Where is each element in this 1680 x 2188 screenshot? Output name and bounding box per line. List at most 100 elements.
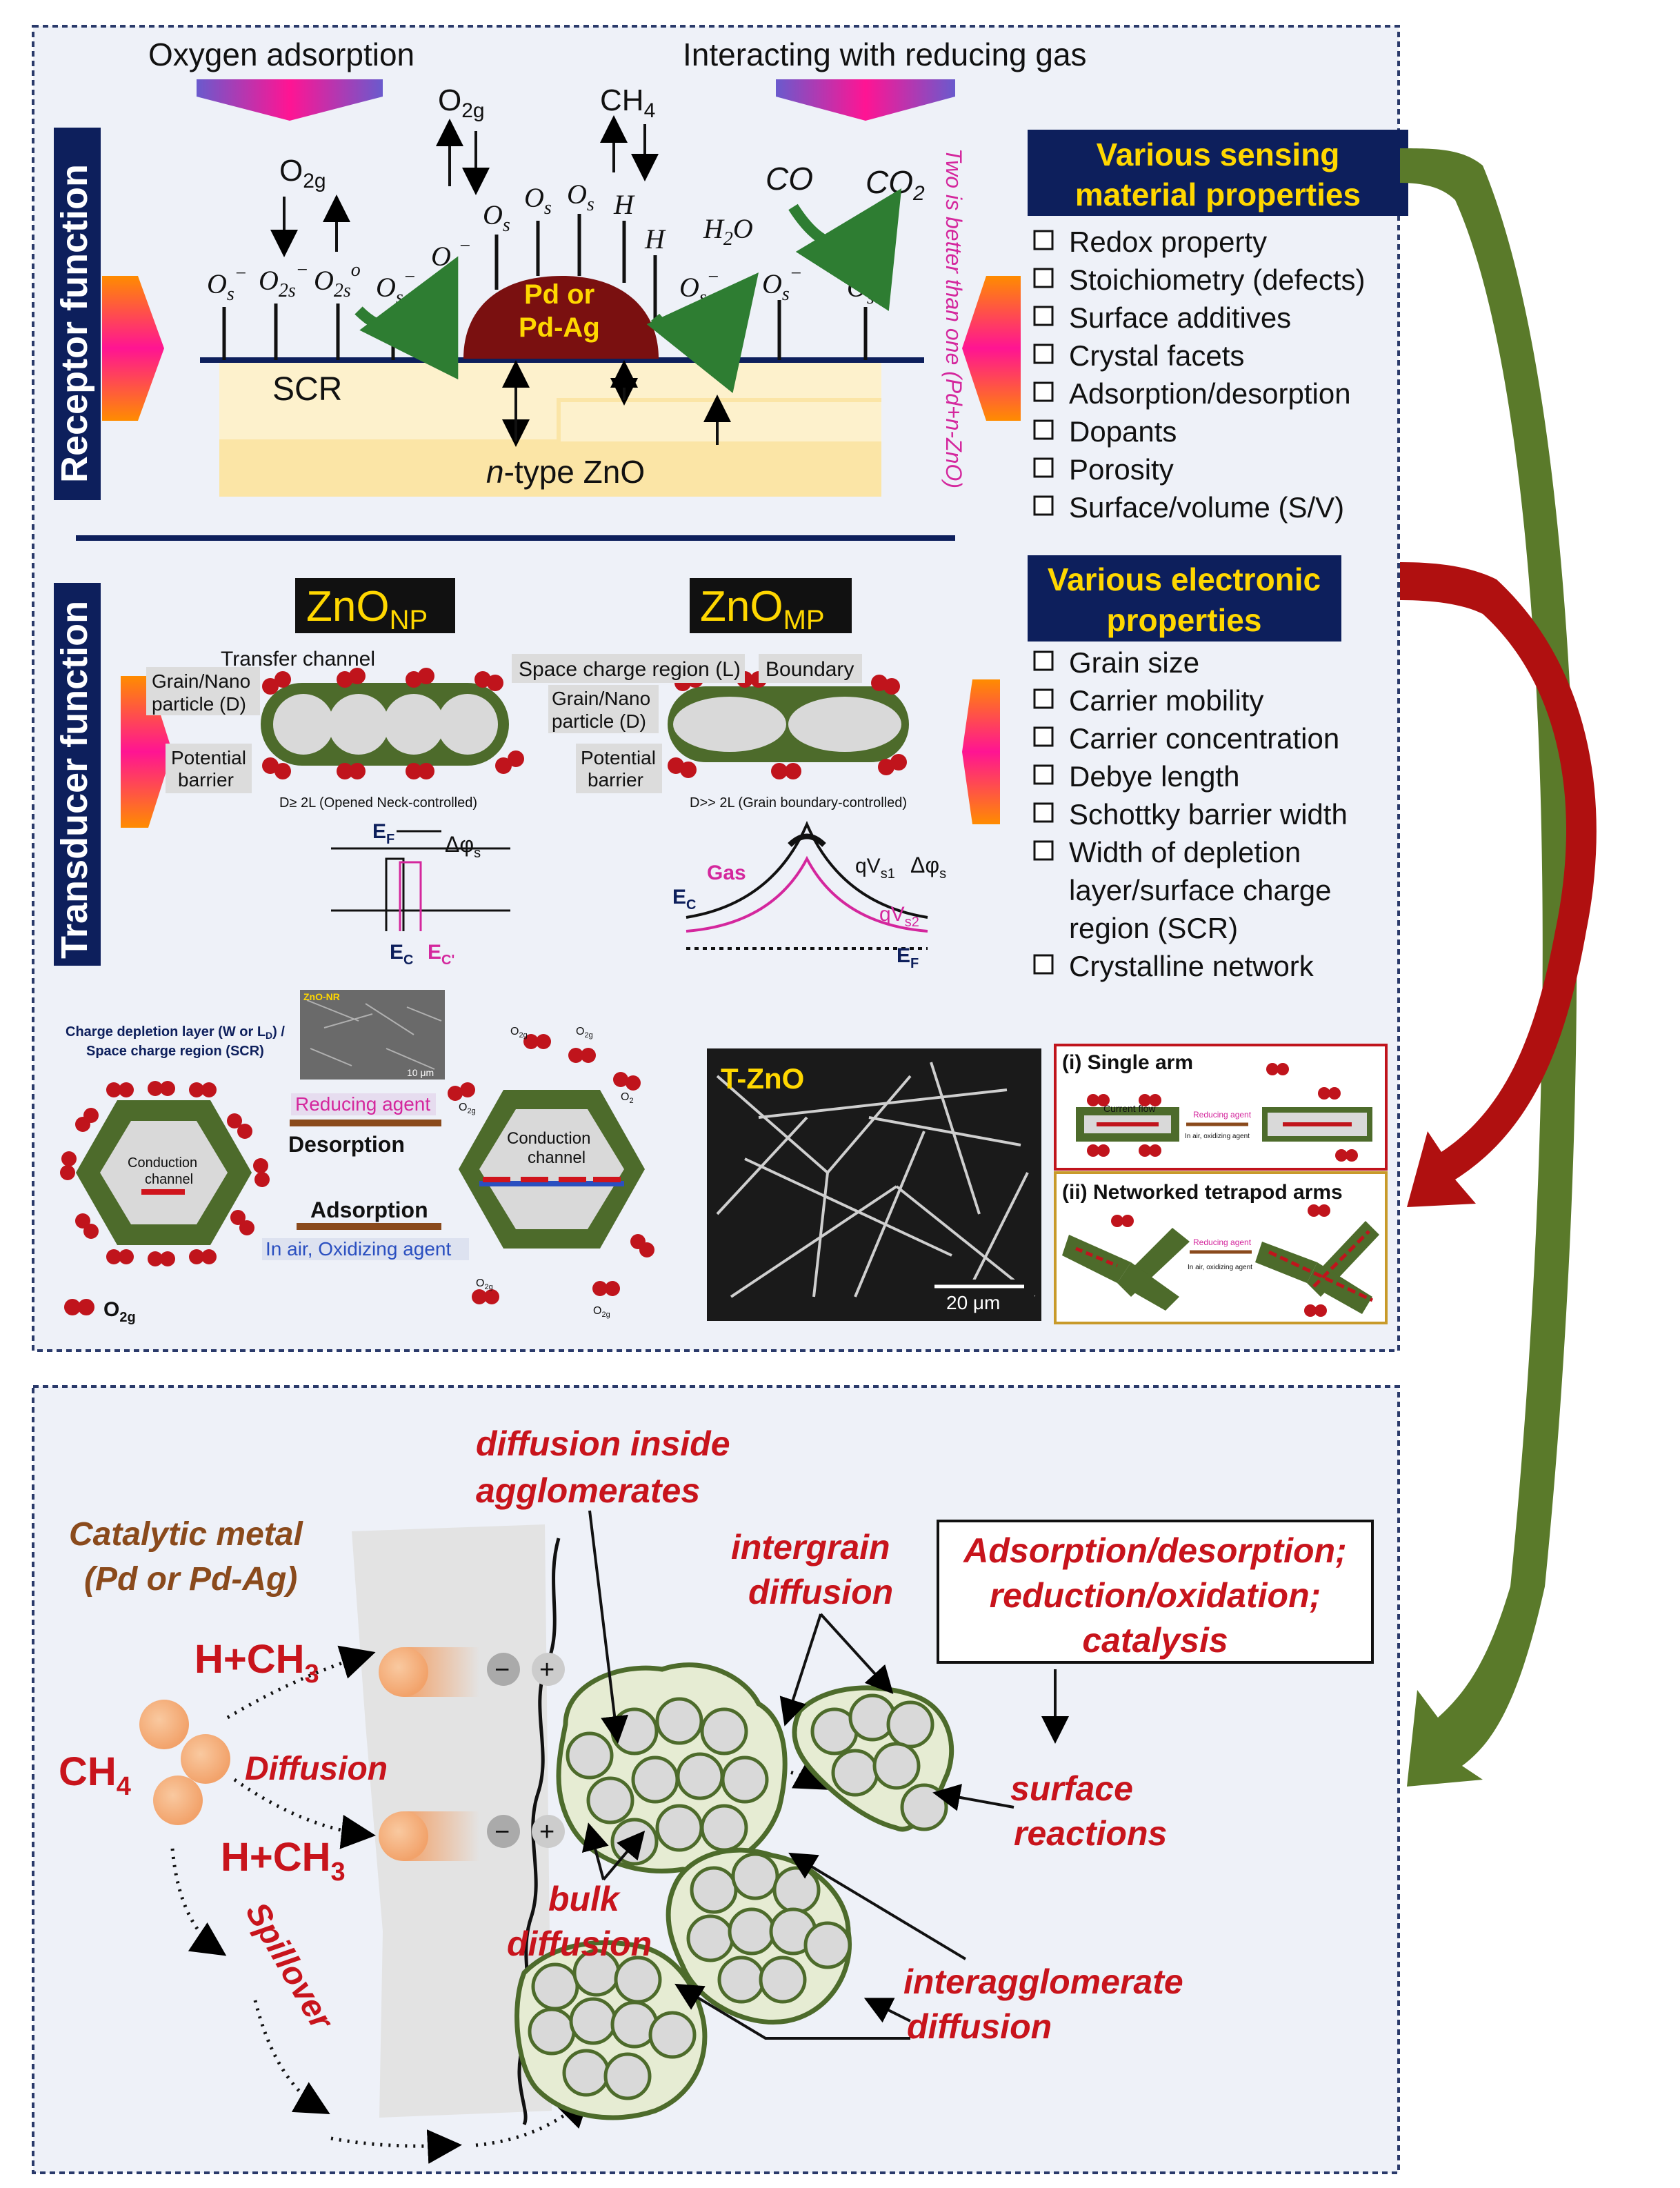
o2g-label-a: O2g [279, 154, 326, 192]
electronic-prop-item: layer/surface charge [1069, 874, 1332, 906]
single-arm-label: (i) Single arm [1062, 1051, 1193, 1074]
red-big-arrow [1400, 562, 1597, 1207]
networked-in-air: In air, oxidizing agent [1188, 1264, 1252, 1271]
grain [566, 1731, 614, 1780]
interacting-label: Interacting with reducing gas [683, 37, 1087, 72]
nanorod-sem-texture [306, 999, 442, 1070]
legend-o2g: O2g [103, 1298, 136, 1325]
pd-label-1: Pd or [524, 279, 594, 310]
sensing-props-title-1: Various sensing [1097, 137, 1340, 172]
electronic-props-title-1: Various electronic [1048, 561, 1321, 597]
grain [690, 1866, 738, 1914]
networked-label: (ii) Networked tetrapod arms [1062, 1181, 1343, 1204]
diffusion-label: Diffusion [245, 1751, 388, 1787]
sensing-prop-checkbox-icon [1033, 457, 1054, 478]
pd-particle [463, 276, 659, 359]
grain [569, 1997, 617, 2045]
svg-text:H: H [644, 223, 666, 255]
space-charge-bg [512, 654, 745, 683]
grain [772, 1866, 821, 1914]
green-reaction-arrows [354, 188, 902, 393]
bulk-2: diffusion [507, 1925, 652, 1963]
depletion-label-1: Charge depletion layer (W or LD) / [66, 1024, 285, 1041]
metal-atoms [379, 1647, 479, 1861]
np-ec2: EC' [428, 941, 454, 968]
mp-ec: EC [672, 886, 696, 913]
potential-mp-1: Potential [581, 747, 656, 768]
sensing-prop-item: Redox property [1069, 226, 1267, 258]
electronic-prop-checkbox-icon [1033, 840, 1054, 861]
mp-qvs2: qVs2 [879, 903, 919, 930]
pointer-lines [581, 1510, 1069, 2040]
sensing-prop-checkbox-icon [1033, 419, 1054, 440]
plus-a: + [539, 1655, 554, 1684]
sensing-prop-item: Porosity [1069, 453, 1174, 486]
np-oxygen-dots [262, 668, 524, 779]
electronic-prop-item: Carrier concentration [1069, 722, 1339, 755]
in-air-label: In air, Oxidizing agent [266, 1238, 451, 1260]
green-big-arrow [1400, 148, 1577, 1787]
electronic-prop-item: Schottky barrier width [1069, 798, 1348, 831]
svg-text:O2g: O2g [510, 1026, 528, 1040]
electronic-props-header [1028, 555, 1341, 642]
gas-arrows [270, 115, 731, 447]
grain [886, 1700, 934, 1749]
single-arm-in-air: In air, oxidizing agent [1185, 1133, 1250, 1140]
transfer-channel-label: Transfer channel [221, 648, 375, 670]
left-conduction: Conduction [128, 1155, 197, 1171]
grain [759, 1956, 807, 2004]
grain [728, 1907, 776, 1956]
grain-nano-bg-mp [548, 685, 659, 733]
scr-label: SCR [272, 371, 342, 408]
right-hex-oxygen [448, 1034, 654, 1304]
hch3-label-a: H+CH3 [194, 1637, 319, 1689]
grain [717, 1956, 766, 2004]
transducer-side-bar [54, 583, 101, 966]
potential-np-1: Potential [171, 747, 246, 768]
depletion-label-2: Space charge region (SCR) [86, 1044, 264, 1059]
np-grain-chain [261, 683, 509, 766]
right-hexagon [459, 1090, 645, 1249]
o2g-label-b: O2g [438, 83, 485, 122]
right-current-arrows [479, 1177, 624, 1186]
boundary-label: Boundary [766, 658, 854, 681]
surface-2: reactions [1014, 1814, 1167, 1853]
right-channel: channel [528, 1148, 586, 1167]
reaction-box-1: Adsorption/desorption; [962, 1531, 1347, 1570]
legend-oxygen-dots [64, 1299, 94, 1315]
reducing-agent-bg [291, 1093, 436, 1115]
single-arm-right [1262, 1107, 1372, 1142]
oxygen-down-arrow [197, 79, 383, 121]
sensing-prop-checkbox-icon [1033, 230, 1054, 250]
tzno-sem-texture [716, 1062, 1036, 1298]
sensing-prop-checkbox-icon [1033, 381, 1054, 402]
networked-reducing: Reducing agent [1193, 1237, 1252, 1247]
reducing-agent-label: Reducing agent [295, 1093, 430, 1115]
reaction-box-3: catalysis [1082, 1621, 1228, 1660]
left-channel: channel [145, 1172, 193, 1187]
bulk-1: bulk [548, 1880, 621, 1918]
electronic-prop-checkbox-icon [1033, 764, 1054, 785]
reducing-down-arrow [776, 79, 955, 121]
inter-1: interagglomerate [903, 1962, 1183, 2001]
sensing-prop-item: Surface additives [1069, 301, 1291, 334]
mp-qvs1: qVs1 [855, 855, 895, 882]
grain-nano-bg-np [146, 667, 260, 715]
grain [700, 1804, 748, 1852]
grain [676, 1752, 724, 1800]
electronic-prop-item: Carrier mobility [1069, 684, 1263, 717]
mp-delta-phi: Δφs [910, 853, 946, 882]
mp-band-diagram [686, 820, 928, 950]
charge-markers [487, 1653, 565, 1848]
electronic-prop-checkbox-icon [1033, 726, 1054, 747]
nanorod-sem [300, 990, 445, 1080]
catalytic-metal-2: (Pd or Pd-Ag) [84, 1561, 297, 1598]
intergrain-1: intergrain [731, 1528, 890, 1567]
tzno-label: T-ZnO [721, 1062, 804, 1095]
in-air-bg [262, 1238, 469, 1260]
electronic-props-title-2: properties [1107, 602, 1262, 638]
electronic-prop-checkbox-icon [1033, 650, 1054, 671]
surface-1: surface [1010, 1769, 1133, 1808]
potential-bg-np [166, 744, 252, 793]
